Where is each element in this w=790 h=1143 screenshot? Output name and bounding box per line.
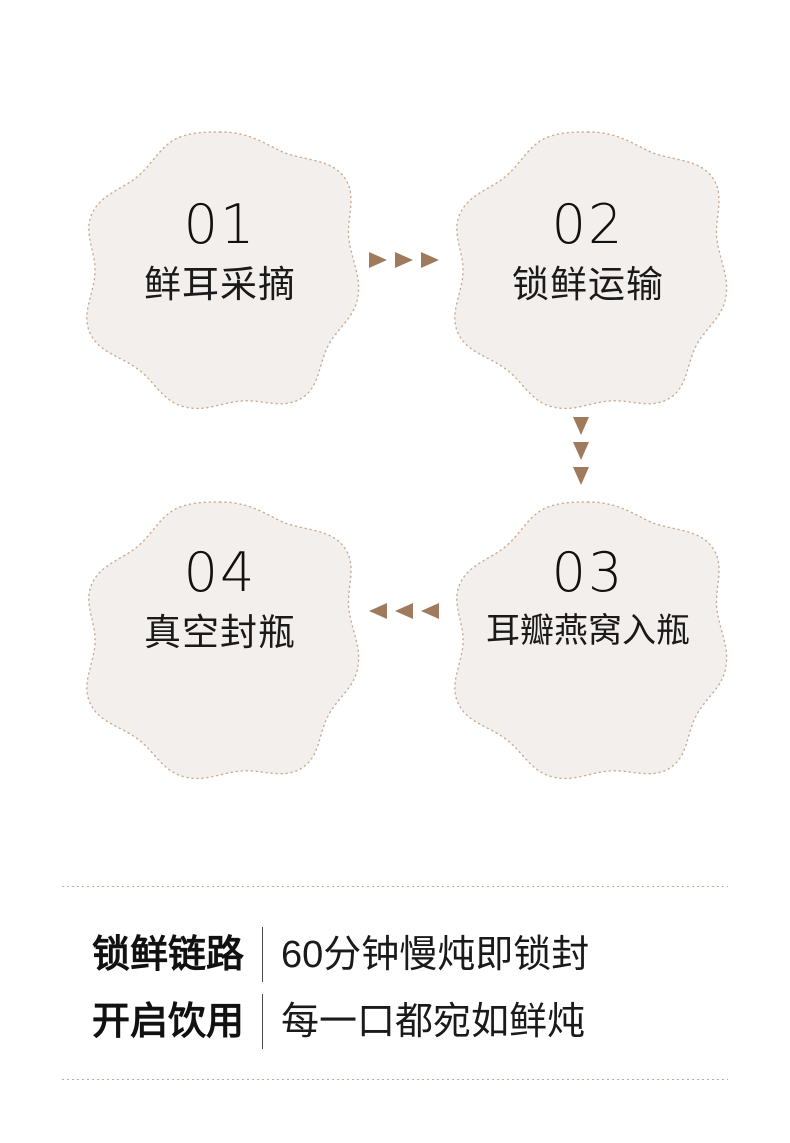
arrow-left-icon — [421, 603, 439, 619]
footer-section: 锁鲜链路 60分钟慢炖即锁封 开启饮用 每一口都宛如鲜炖 — [0, 886, 790, 1080]
footer-line-1-title: 锁鲜链路 — [92, 934, 245, 976]
blob-shape-01 — [86, 131, 360, 410]
blob-shape-03 — [454, 501, 728, 780]
step-content-02: 02 锁鲜运输 — [446, 193, 730, 305]
footer-line-2-title: 开启饮用 — [92, 1001, 245, 1043]
arrow-step3-to-step4 — [358, 598, 450, 624]
step-number-04: 04 — [183, 541, 257, 604]
arrow-step2-to-step3 — [568, 412, 594, 490]
footer-line-2-description: 每一口都宛如鲜炖 — [281, 1001, 586, 1043]
process-step-03: 03 耳瓣燕窝入瓶 — [446, 498, 730, 784]
step-number-01: 01 — [183, 193, 257, 256]
process-step-01: 01 鲜耳采摘 — [78, 128, 362, 414]
arrow-right-icon — [369, 252, 387, 268]
footer-line-2-separator — [262, 994, 264, 1049]
arrow-left-icon — [369, 603, 387, 619]
blob-shape-04 — [86, 501, 360, 780]
step-content-03: 03 耳瓣燕窝入瓶 — [446, 541, 730, 650]
step-label-01: 鲜耳采摘 — [144, 264, 296, 305]
arrow-right-icon — [421, 252, 439, 268]
step-content-01: 01 鲜耳采摘 — [78, 193, 362, 305]
step-number-02: 02 — [551, 193, 625, 256]
footer-text-block: 锁鲜链路 60分钟慢炖即锁封 开启饮用 每一口都宛如鲜炖 — [0, 887, 790, 1079]
footer-line-1-description: 60分钟慢炖即锁封 — [281, 934, 590, 976]
process-step-02: 02 锁鲜运输 — [446, 128, 730, 414]
arrow-down-icon — [573, 442, 589, 460]
step-label-03: 耳瓣燕窝入瓶 — [486, 612, 690, 650]
arrow-right-icon — [395, 252, 413, 268]
blob-shape-02 — [454, 131, 728, 410]
footer-line-1: 锁鲜链路 60分钟慢炖即锁封 — [0, 923, 790, 982]
step-content-04: 04 真空封瓶 — [78, 541, 362, 653]
footer-divider-bottom — [62, 1079, 728, 1080]
step-label-04: 真空封瓶 — [144, 612, 296, 653]
footer-divider-top — [62, 886, 728, 887]
arrow-down-icon — [573, 417, 589, 435]
step-number-03: 03 — [551, 541, 625, 604]
step-label-02: 锁鲜运输 — [512, 264, 664, 305]
footer-line-2: 开启饮用 每一口都宛如鲜炖 — [0, 990, 790, 1049]
footer-line-1-separator — [262, 927, 264, 982]
arrow-down-icon — [573, 467, 589, 485]
arrow-step1-to-step2 — [358, 247, 450, 273]
process-step-04: 04 真空封瓶 — [78, 498, 362, 784]
arrow-left-icon — [395, 603, 413, 619]
